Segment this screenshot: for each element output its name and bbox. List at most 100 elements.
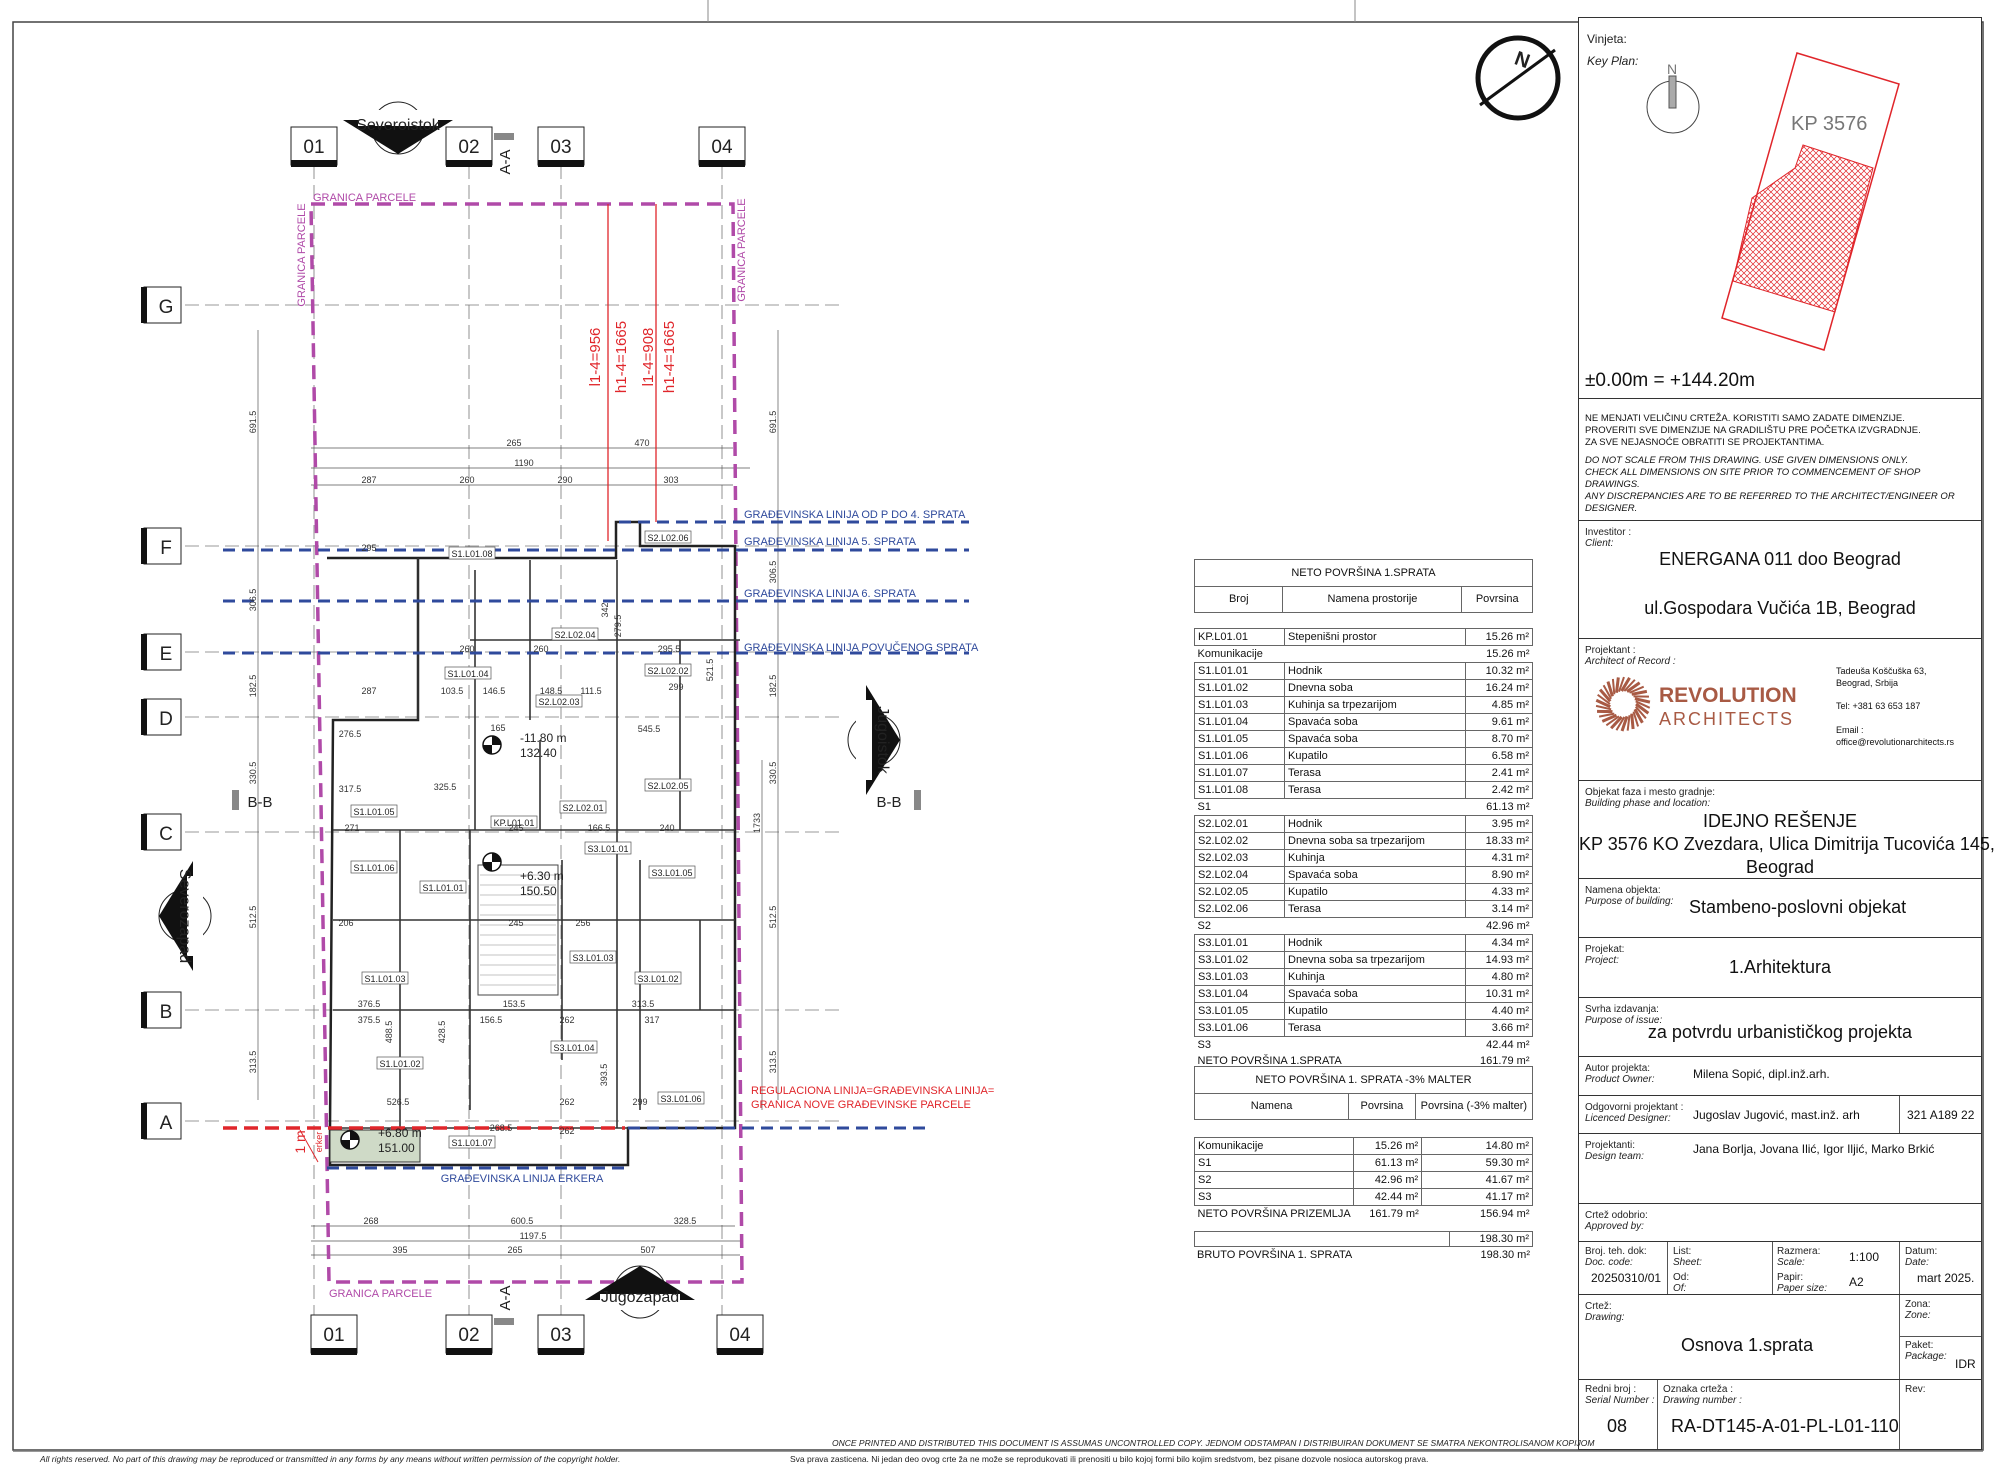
grid-label-bottom: 01	[323, 1325, 344, 1346]
project-label: Projekat:	[1585, 944, 1625, 955]
dimension-label: 240	[659, 823, 674, 833]
room-name: Spavaća soba	[1284, 866, 1466, 884]
room-name: Terasa	[1284, 781, 1466, 799]
room-tag-box	[490, 815, 538, 829]
logo-ray	[1605, 715, 1620, 727]
building-line-label: GRAĐEVINSKA LINIJA POVUČENOG SPRATA	[744, 641, 979, 654]
logo-ray	[1635, 702, 1650, 715]
paper-label-en: Paper size:	[1777, 1283, 1828, 1294]
dimension-label: 313.5	[248, 1051, 258, 1074]
room-tag: S1.L01.02	[379, 1059, 420, 1069]
room-id: S2.L02.02	[1194, 832, 1285, 850]
unit-area-net: 41.17 m²	[1421, 1188, 1533, 1206]
logo-ray	[1634, 706, 1647, 719]
room-tag: S1.L01.06	[353, 863, 394, 873]
package-value: IDR	[1955, 1357, 1976, 1371]
license-number: 321 A189 22	[1907, 1108, 1975, 1122]
dimension-label: 260	[533, 644, 548, 654]
room-area: 3.66 m²	[1465, 1019, 1533, 1037]
issue-label: Svrha izdavanja:	[1585, 1004, 1659, 1015]
room-tag-box	[644, 663, 692, 677]
purpose-label: Namena objekta:	[1585, 885, 1661, 896]
logo-ray	[1630, 713, 1635, 730]
room-area: 8.70 m²	[1465, 730, 1533, 748]
room-area: 14.93 m²	[1465, 951, 1533, 969]
architect-email[interactable]: office@revolutionarchitects.rs	[1836, 737, 1955, 747]
grid-bubble-bar	[699, 160, 745, 167]
room-tag: KP.L01.01	[494, 818, 535, 828]
dimension-label: 262	[559, 1097, 574, 1107]
dimension-label: 245	[508, 823, 523, 833]
table1-col-broj: Broj	[1195, 587, 1284, 612]
room-tag: S2.L02.05	[647, 781, 688, 791]
section-aa-label: A-A	[497, 1285, 514, 1310]
project-value: 1.Arhitektura	[1728, 957, 1832, 977]
paper-label: Papir:	[1777, 1272, 1804, 1283]
room-name: Kupatilo	[1284, 747, 1466, 765]
room-id: S2.L02.06	[1194, 900, 1285, 918]
unit-name: S1	[1193, 1154, 1355, 1172]
dimension-label: 521.5	[705, 659, 715, 682]
room-name: Hodnik	[1284, 934, 1466, 952]
serial-label-en: Serial Number :	[1585, 1395, 1655, 1406]
logo-ray	[1598, 688, 1612, 703]
grid-label-row: C	[159, 824, 173, 845]
room-tag: S2.L02.01	[562, 803, 603, 813]
north-arrow-icon	[1475, 35, 1561, 121]
dimension-label: 306.5	[768, 561, 778, 584]
total-area-net: 156.94 m²	[1479, 1208, 1530, 1220]
room-id: S1.L01.06	[1194, 747, 1285, 765]
view-label-bg	[600, 1294, 680, 1310]
grid-bubble	[290, 126, 338, 166]
grid-label-row: D	[159, 709, 173, 730]
of-label-en: Of:	[1673, 1283, 1687, 1294]
section-aa-mark	[494, 133, 514, 140]
bruto-total-row: BRUTO POVRŠINA 1. SPRATA 198.30 m²	[1197, 1249, 1530, 1261]
room-tag-box	[559, 800, 607, 814]
dimension-label: 488.5	[384, 1021, 394, 1044]
dimension-label: 268	[363, 1216, 378, 1226]
grid-label-bottom: 02	[458, 1325, 479, 1346]
parcel-boundary	[309, 202, 744, 1284]
parcel-label: GRANICA PARCELE	[313, 192, 416, 204]
team-section: Projektanti:Design team: Jana Borlja, Jo…	[1578, 1133, 1982, 1204]
room-tag: S3.L01.06	[660, 1094, 701, 1104]
section-aa-label: A-A	[497, 149, 514, 174]
approved-label: Crtež odobrio:	[1585, 1210, 1648, 1221]
dimension-label: 260	[459, 475, 474, 485]
view-marker-severoistok	[343, 101, 453, 155]
dimension-label: 1190	[514, 458, 533, 468]
subtotal-label: S3	[1197, 1039, 1211, 1051]
view-label-jugozapad: Jugozapad	[601, 1289, 679, 1306]
vinjeta-label: Vinjeta:	[1587, 32, 1627, 46]
grid-label-row: G	[159, 297, 174, 318]
room-tag-box	[448, 546, 496, 560]
doc-label-en: Doc. code:	[1585, 1257, 1633, 1268]
logo-ray	[1602, 684, 1612, 700]
room-id: S1.L01.02	[1194, 679, 1285, 697]
copyright-en: All rights reserved. No part of this dra…	[40, 1454, 621, 1464]
section-bb-mark	[232, 790, 239, 810]
keyplan-parcel-label: KP 3576	[1791, 113, 1867, 135]
dimension-label: 526.5	[387, 1097, 410, 1107]
licensed-value: Jugoslav Jugović, mast.inž. arh	[1693, 1108, 1860, 1122]
room-id: S3.L01.05	[1194, 1002, 1285, 1020]
regulation-label: REGULACIONA LINIJA=GRAĐEVINSKA LINIJA=	[751, 1085, 994, 1097]
keyplan-north-label: N	[1667, 61, 1677, 77]
revolution-logo-icon	[1595, 676, 1651, 732]
room-name: Kupatilo	[1284, 1002, 1466, 1020]
grid-bubble	[143, 1102, 182, 1140]
dimension-label: 313.5	[632, 999, 655, 1009]
room-tag: S2.L02.06	[647, 533, 688, 543]
